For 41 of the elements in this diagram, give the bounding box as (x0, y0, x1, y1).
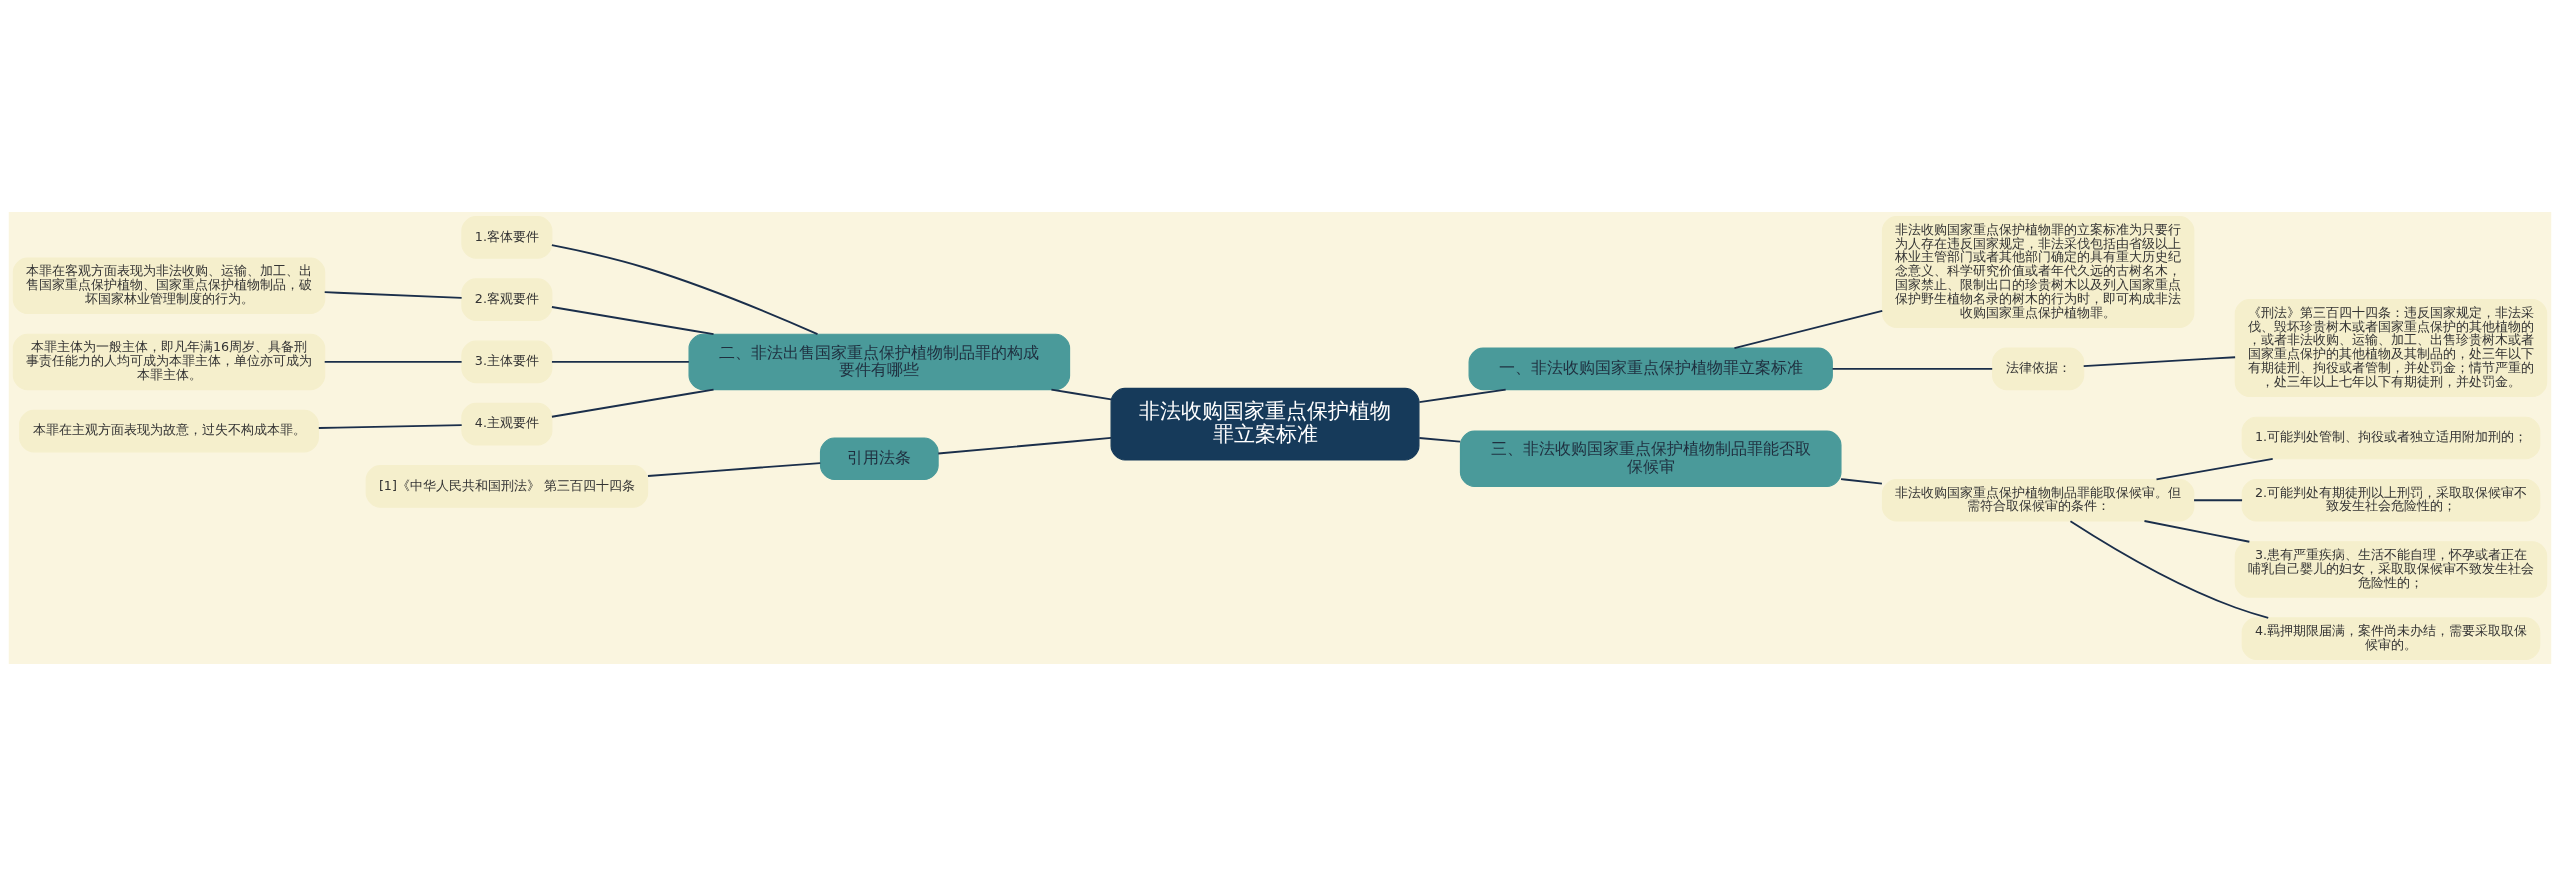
connector (317, 423, 463, 429)
connector (1050, 388, 1112, 400)
connector (323, 360, 463, 363)
node-box: 一、非法收购国家重点保护植物罪立案标准 (1468, 347, 1833, 390)
connector (937, 436, 1112, 454)
connector (1418, 436, 1462, 443)
connector (551, 360, 690, 363)
node-box: [1]《中华人民共和国刑法》 第三百四十四条 (365, 464, 649, 508)
node-box: 《刑法》第三百四十四条：违反国家规定，非法采伐、毁坏珍贵树木或者国家重点保护的其他植物的，或者非法收购、运输、加工、出售珍贵树木或者国家重点保护的其他植物及其制品的，处三年以下有期徒刑、拘役或者管制，并处罚金；情节严重的，处三年以上七年以下有期徒刑，并处罚金。 (2234, 298, 2548, 397)
connector (323, 290, 463, 299)
connector (551, 388, 715, 418)
connector (647, 461, 822, 477)
node-box: 三、非法收购国家重点保护植物制品罪能否取保候审 (1459, 430, 1842, 487)
node-box: 1.可能判处管制、拘役或者独立适用附加刑的； (2241, 416, 2541, 459)
node-box: 本罪主体为一般主体，即凡年满16周岁、具备刑事责任能力的人均可成为本罪主体，单位亦可成为本罪主体。 (12, 333, 326, 390)
node-box: 二、非法出售国家重点保护植物制品罪的构成要件有哪些 (688, 333, 1071, 390)
node-box: 4.主观要件 (461, 402, 553, 445)
node-box: 本罪在主观方面表现为故意，过失不构成本罪。 (19, 409, 319, 452)
connector (1418, 388, 1507, 403)
connector (551, 305, 715, 335)
node-box: 4.羁押期限届满，案件尚未办结，需要采取取保候审的。 (2241, 616, 2541, 660)
node-box: 本罪在客观方面表现为非法收购、运输、加工、出售国家重点保护植物、国家重点保护植物制品，破坏国家林业管理制度的行为。 (12, 257, 326, 314)
connector (1840, 477, 1883, 484)
node-box: 非法收购国家重点保护植物罪的立案标准为只要行为人存在违反国家规定，非法采伐包括由省级以上林业主管部门或者其他部门确定的具有重大历史纪念意义、科学研究价值或者年代久远的古树名木，国家禁止、限制出口的珍贵树木以及列入国家重点保护野生植物名录的树木的行为时，即可构成非法收购国家重点保护植物罪。 (1881, 215, 2195, 328)
connector (2069, 519, 2270, 619)
connector (2193, 498, 2243, 501)
node-box: 法律依据： (1992, 347, 2085, 390)
node-box: 3.患有严重疾病、生活不能自理，怀孕或者正在哺乳自己婴儿的妇女，采取取保候审不致发生社会危险性的； (2234, 540, 2548, 598)
node-box: 3.主体要件 (461, 340, 553, 383)
connector (2082, 355, 2237, 367)
node-box: 2.可能判处有期徒刑以上刑罚，采取取保候审不致发生社会危险性的； (2241, 478, 2541, 522)
connector (2143, 519, 2251, 543)
connector (1831, 367, 1994, 370)
connector (2155, 457, 2274, 480)
node-box: 引用法条 (819, 436, 939, 480)
node-box: 2.客观要件 (461, 277, 553, 321)
node-box: 1.客体要件 (461, 215, 553, 259)
connector (550, 243, 819, 335)
node-box: 非法收购国家重点保护植物罪立案标准 (1110, 387, 1420, 460)
connector (1733, 309, 1884, 349)
node-box: 非法收购国家重点保护植物制品罪能取保候审。但需符合取保候审的条件： (1881, 478, 2195, 522)
